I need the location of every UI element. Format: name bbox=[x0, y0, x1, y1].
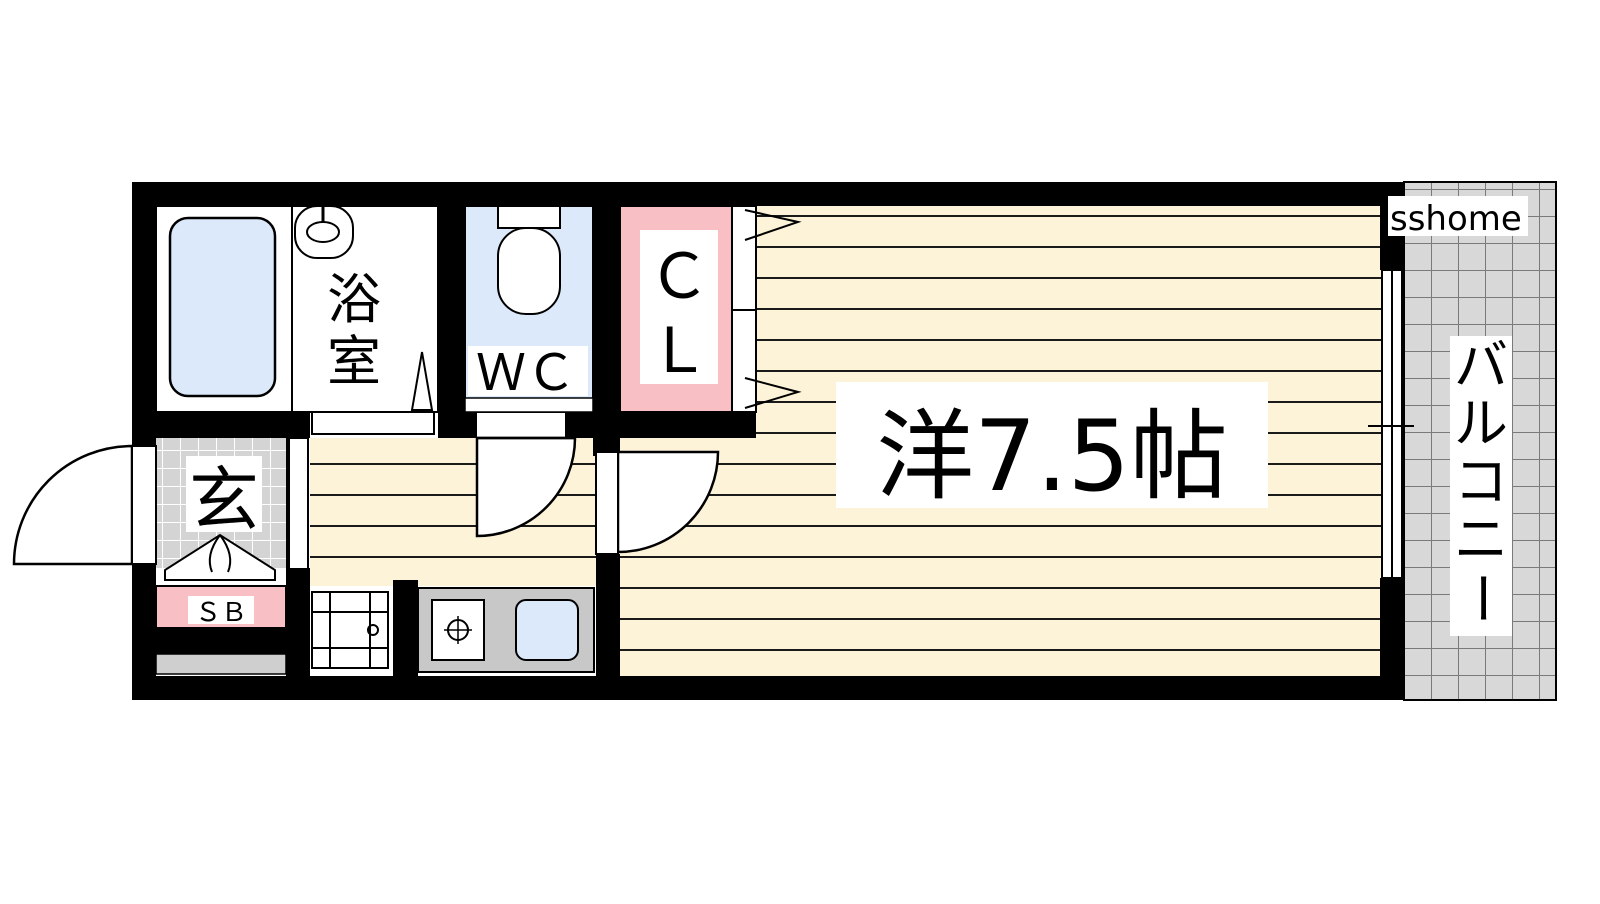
closet-label-2: Ｌ bbox=[648, 314, 710, 387]
shoe-box-label-bg bbox=[188, 596, 254, 624]
walls bbox=[132, 182, 1408, 700]
closet-label-1: Ｃ bbox=[648, 240, 710, 313]
sink bbox=[515, 599, 579, 661]
bathtub bbox=[168, 216, 277, 398]
main-room-label-bg bbox=[836, 382, 1268, 508]
wc-label-bg bbox=[468, 346, 588, 396]
closet-door-upper-icon bbox=[744, 209, 802, 241]
wc-label: ＷＣ bbox=[476, 344, 576, 402]
entrance-label-bg bbox=[186, 456, 262, 532]
balcony-char-1: バ bbox=[1454, 334, 1508, 397]
watermark-logo: sshome bbox=[1390, 199, 1522, 239]
room-door-swing bbox=[616, 450, 720, 554]
bath-door-icon bbox=[410, 351, 434, 411]
closet-label-bg bbox=[640, 230, 718, 384]
entrance-step bbox=[287, 437, 309, 571]
balcony-char-4: ニ bbox=[1454, 508, 1508, 571]
wc-door-swing bbox=[475, 436, 577, 538]
balcony-label-bg bbox=[1450, 336, 1512, 636]
main-room-label: 洋7.5帖 bbox=[876, 400, 1228, 514]
balcony-char-2: ル bbox=[1454, 392, 1508, 455]
watermark-bg bbox=[1388, 196, 1528, 236]
balcony-char-3: コ bbox=[1454, 450, 1508, 513]
bathroom-label-1: 浴 bbox=[327, 268, 381, 331]
toilet-tank-icon bbox=[497, 205, 561, 229]
closet-door-lower-icon bbox=[744, 377, 802, 409]
laundry-space bbox=[311, 591, 389, 669]
entrance-label: 玄 bbox=[189, 459, 259, 541]
doors bbox=[12, 436, 720, 566]
bathroom-label-2: 室 bbox=[327, 330, 381, 393]
shoe-box-label: ＳＢ bbox=[195, 598, 247, 628]
toilet-bowl-icon bbox=[497, 227, 561, 315]
bath-threshold bbox=[311, 411, 435, 435]
balcony-char-5: ー bbox=[1450, 571, 1513, 625]
front-door-swing bbox=[12, 444, 134, 566]
